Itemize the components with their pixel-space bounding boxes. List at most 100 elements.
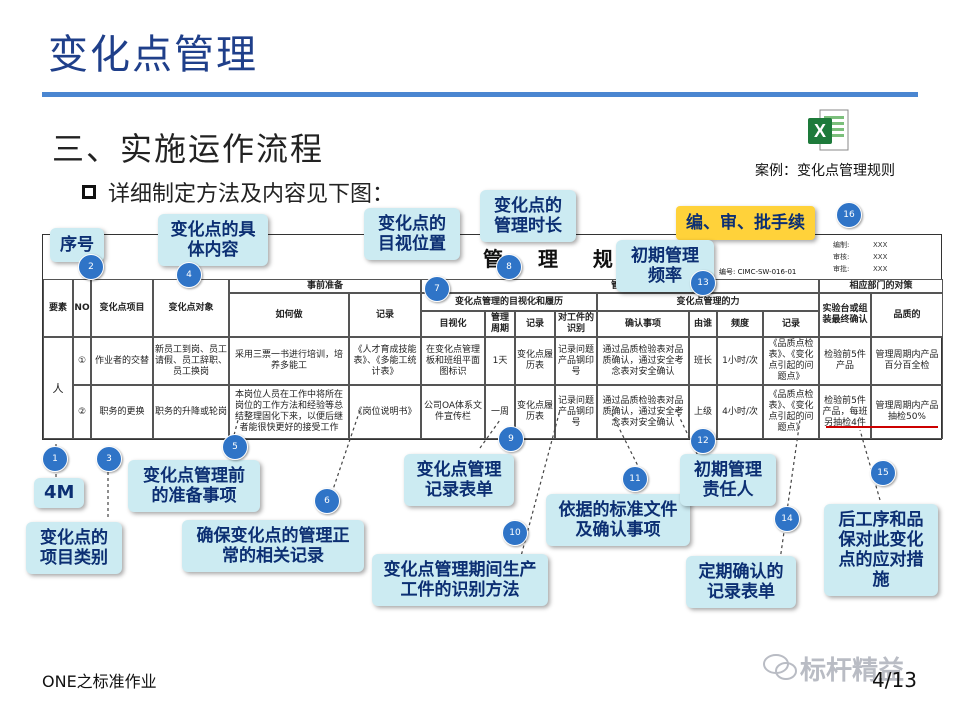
example-caption[interactable]: 案例：变化点管理规则 xyxy=(755,163,895,179)
footer-text: ONE之标准作业 xyxy=(42,672,157,691)
badge-14: 14 xyxy=(774,506,800,532)
row2-how: 本岗位人员在工作中将所在岗位的工作方法和经验等总结整理固化下来，以便后继者能很快… xyxy=(229,385,349,439)
callout-mgmt-form: 变化点管理记录表单 xyxy=(404,454,514,506)
sign-value-2: XXX xyxy=(873,253,888,261)
row2-ident: 记录问题产品钢印号 xyxy=(555,385,597,439)
callout-records: 确保变化点的管理正常的相关记录 xyxy=(182,520,364,572)
bullet-line: 详细制定方法及内容见下图： xyxy=(82,176,394,208)
callout-category: 变化点的项目类别 xyxy=(26,522,122,574)
row2-confirm: 通过品质检验表对品质确认，通过安全考念表对安全确认 xyxy=(597,385,689,439)
row2-object: 职务的升降或轮岗 xyxy=(153,385,229,439)
row1-test: 检验前5件产品 xyxy=(819,337,871,385)
col-test: 实验台或组装最终确认 xyxy=(819,293,871,337)
col-no: NO xyxy=(73,279,91,337)
badge-2: 2 xyxy=(78,254,104,280)
management-rule-table: 管 理 规 则 编号: CIMC-SW-016-01 编制: XXX 审核: X… xyxy=(42,234,943,440)
badge-15: 15 xyxy=(870,460,896,486)
badge-16: 16 xyxy=(836,202,862,228)
col-item: 变化点项目 xyxy=(91,279,153,337)
excel-file-icon[interactable]: X xyxy=(806,108,850,154)
col-crecord: 记录 xyxy=(763,311,819,337)
row1-record: 《人才育成技能表》、《多能工统计表》 xyxy=(349,337,421,385)
badge-5: 5 xyxy=(222,434,248,460)
badge-1: 1 xyxy=(42,446,68,472)
section-subtitle: 三、实施运作流程 xyxy=(52,130,325,168)
callout-content: 变化点的具体内容 xyxy=(158,214,268,266)
sign-value-1: XXX xyxy=(873,241,888,249)
doc-number: 编号: CIMC-SW-016-01 xyxy=(719,268,797,276)
callout-periodic-form: 定期确认的记录表单 xyxy=(686,556,796,608)
row2-freq: 4小时/次 xyxy=(717,385,763,439)
callout-standard-doc: 依据的标准文件及确认事项 xyxy=(546,494,690,546)
slide-title: 变化点管理 xyxy=(48,32,258,78)
callout-serial: 序号 xyxy=(50,228,104,262)
row1-who: 班长 xyxy=(689,337,717,385)
col-visual: 目视化 xyxy=(421,311,485,337)
row2-quality: 管理周期内产品抽检50% xyxy=(871,385,943,439)
col-ident: 对工件的识别 xyxy=(555,311,597,337)
sign-value-3: XXX xyxy=(873,265,888,273)
badge-3: 3 xyxy=(96,446,122,472)
row1-quality: 管理周期内产品百分百全检 xyxy=(871,337,943,385)
badge-12: 12 xyxy=(690,428,716,454)
col-object: 变化点对象 xyxy=(153,279,229,337)
row1-visual: 在变化点管理板和班组平面图标识 xyxy=(421,337,485,385)
group-prep: 事前准备 xyxy=(229,279,421,293)
callout-preparation: 变化点管理前的准备事项 xyxy=(128,460,260,512)
square-bullet-icon xyxy=(82,185,96,199)
row2-item: 职务的更换 xyxy=(91,385,153,439)
row2-mrecord: 变化点履历表 xyxy=(515,385,555,439)
badge-6: 6 xyxy=(314,488,340,514)
svg-text:X: X xyxy=(814,121,826,141)
callout-4m: 4M xyxy=(34,478,85,508)
callout-signoff: 编、审、批手续 xyxy=(676,206,815,240)
sign-label-2: 审核: xyxy=(833,253,850,261)
row1-period: 1天 xyxy=(485,337,515,385)
row1-item: 作业者的交替 xyxy=(91,337,153,385)
row1-crecord: 《品质点检表》、《变化点引起的问题点》 xyxy=(763,337,819,385)
sign-label-1: 编制: xyxy=(833,241,850,249)
group-dept: 相应部门的对策 xyxy=(819,279,943,293)
col-element: 要素 xyxy=(43,279,73,337)
row2-crecord: 《品质点检表》、《变化点引起的问题点》 xyxy=(763,385,819,439)
row2-visual: 公司OA体系文件宣传栏 xyxy=(421,385,485,439)
row2-test: 检验前5件产品，每班另抽检4件 xyxy=(819,385,871,439)
col-confirm: 确认事项 xyxy=(597,311,689,337)
badge-9: 9 xyxy=(498,426,524,452)
title-divider xyxy=(42,92,918,97)
group-mgmt-visual: 变化点管理的目视化和履历 xyxy=(421,293,597,311)
col-record: 记录 xyxy=(349,293,421,337)
row1-ident: 记录问题产品钢印号 xyxy=(555,337,597,385)
row1-no: ① xyxy=(73,337,91,385)
row1-confirm: 通过品质检验表对品质确认，通过安全考念表对安全确认 xyxy=(597,337,689,385)
col-how: 如何做 xyxy=(229,293,349,337)
row2-no: ② xyxy=(73,385,91,439)
badge-13: 13 xyxy=(690,270,716,296)
badge-11: 11 xyxy=(622,466,648,492)
col-mrecord: 记录 xyxy=(515,311,555,337)
callout-duration: 变化点的管理时长 xyxy=(480,190,576,242)
col-who: 由谁 xyxy=(689,311,717,337)
col-quality: 品质的 xyxy=(871,293,943,337)
callout-visual-position: 变化点的目视位置 xyxy=(364,208,460,260)
row1-how: 采用三票一书进行培训，培养多能工 xyxy=(229,337,349,385)
row2-record: 《岗位说明书》 xyxy=(349,385,421,439)
bullet-text: 详细制定方法及内容见下图： xyxy=(108,182,395,207)
badge-4: 4 xyxy=(176,262,202,288)
wechat-icon xyxy=(763,654,797,680)
watermark-text: 标杆精益 xyxy=(800,656,905,686)
badge-8: 8 xyxy=(496,254,522,280)
badge-7: 7 xyxy=(424,276,450,302)
col-period: 管理周期 xyxy=(485,311,515,337)
row1-object: 新员工到岗、员工请假、员工辞职、员工换岗 xyxy=(153,337,229,385)
callout-countermeasure: 后工序和品保对此变化点的应对措施 xyxy=(824,504,938,596)
callout-initial-frequency: 初期管理频率 xyxy=(616,240,714,292)
page-number: 4/13 xyxy=(872,668,917,692)
callout-initial-owner: 初期管理责任人 xyxy=(680,454,776,506)
col-freq: 频度 xyxy=(717,311,763,337)
element-cell: 人 xyxy=(43,337,73,439)
row1-mrecord: 变化点履历表 xyxy=(515,337,555,385)
callout-identification: 变化点管理期间生产工件的识别方法 xyxy=(372,554,548,606)
row1-freq: 1小时/次 xyxy=(717,337,763,385)
